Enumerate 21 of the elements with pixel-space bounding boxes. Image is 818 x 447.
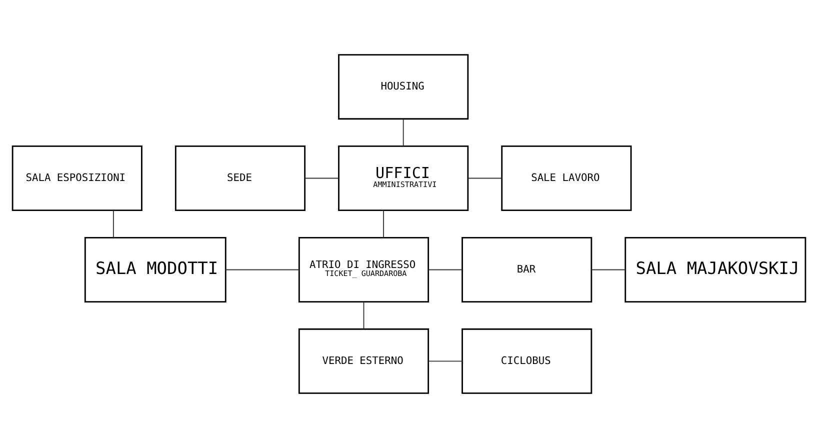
node-box: SEDE [174,145,306,211]
node-box: HOUSING [338,54,469,120]
node-box: ATRIO DI INGRESSO TICKET_ GUARDAROBA [298,236,430,302]
connector [304,177,340,178]
connector [112,210,114,238]
connector [383,210,384,238]
node-box: BAR [462,236,592,302]
node-box: SALA MODOTTI [84,236,226,302]
node-box: UFFICI AMMINISTRATIVI [338,145,469,211]
node-box: VERDE ESTERNO [298,328,430,394]
connector [468,177,502,178]
connector [363,301,364,329]
connector [402,118,404,146]
connector [591,268,626,270]
connector [428,268,463,270]
node-box: SALA ESPOSIZIONI [12,145,142,211]
node-box: CICLOBUS [462,328,592,394]
connector [225,268,300,270]
node-box: SALE LAVORO [501,145,632,211]
node-box: SALA MAJAKOVSKIJ [624,236,806,302]
connector [428,360,463,362]
